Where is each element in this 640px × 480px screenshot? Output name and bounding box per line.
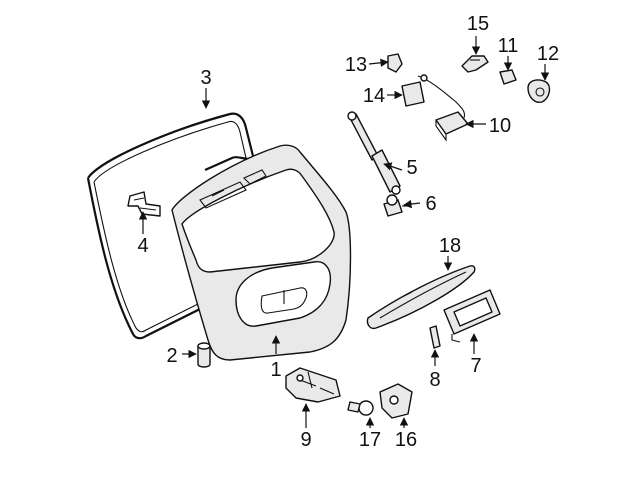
callout-labels: 1 2 3 4 5 6 7 8 9 10 11 12 13 14 15 16 1…	[137, 13, 559, 451]
callout-8: 8	[429, 369, 440, 391]
callout-17: 17	[359, 429, 381, 451]
part-18-spoiler	[366, 265, 476, 330]
callout-14: 14	[363, 85, 385, 107]
callout-15: 15	[467, 13, 489, 35]
part-9-latch	[285, 367, 341, 403]
part-3-weatherstrip	[86, 112, 256, 340]
callout-9: 9	[300, 429, 311, 451]
part-15-bracket	[461, 55, 489, 73]
callout-3: 3	[200, 67, 211, 89]
callout-7: 7	[470, 355, 481, 377]
part-1-liftgate	[171, 144, 352, 361]
callout-4: 4	[137, 235, 148, 257]
callout-11: 11	[498, 35, 519, 57]
callout-5: 5	[406, 157, 417, 179]
callout-6: 6	[425, 193, 436, 215]
part-5-lift-support	[347, 111, 401, 195]
callout-16: 16	[395, 429, 417, 451]
callout-1: 1	[270, 359, 281, 381]
callout-12: 12	[537, 43, 559, 65]
leader-lines	[138, 36, 550, 428]
callout-18: 18	[439, 235, 461, 257]
part-2-bumper-stop	[197, 342, 211, 368]
part-12-grommet	[527, 79, 551, 103]
part-17-bolt	[347, 400, 374, 416]
part-14-pad	[401, 81, 425, 107]
part-10-module	[417, 74, 469, 142]
part-16-striker	[379, 383, 413, 419]
part-13-clip	[387, 53, 403, 73]
callout-2: 2	[166, 345, 177, 367]
callout-10: 10	[489, 115, 511, 137]
part-8-strip	[429, 325, 441, 349]
callout-13: 13	[345, 54, 367, 76]
part-7-plate-bracket	[443, 289, 501, 343]
part-11-connector	[499, 69, 517, 85]
part-4-bracket	[127, 191, 161, 217]
